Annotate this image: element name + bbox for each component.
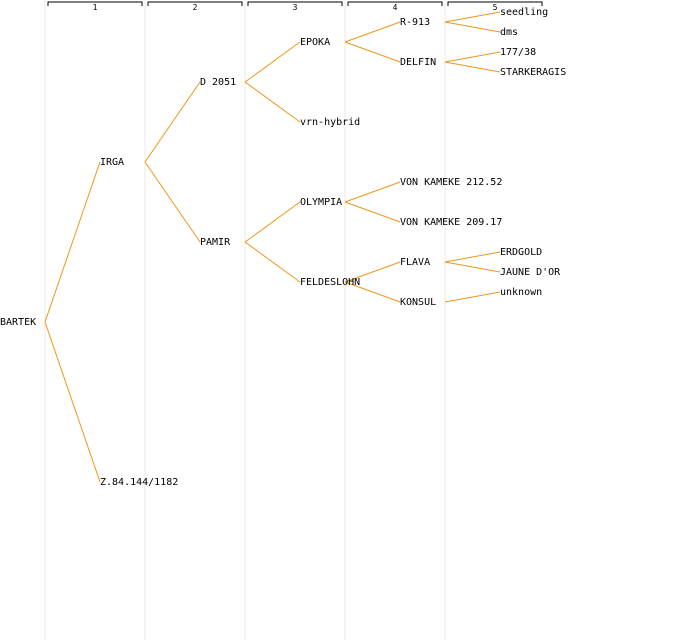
pedigree-edge — [144, 161, 201, 243]
pedigree-node-konsul: KONSUL — [400, 297, 436, 308]
pedigree-edges — [44, 11, 501, 483]
pedigree-node-jaune: JAUNE D'OR — [500, 267, 561, 278]
pedigree-node-feldeslohn: FELDESLOHN — [300, 277, 360, 288]
pedigree-edge — [344, 181, 401, 203]
pedigree-node-pamir: PAMIR — [200, 237, 231, 248]
generation-bracket — [47, 1, 143, 6]
pedigree-node-unknown: unknown — [500, 287, 542, 298]
pedigree-edge — [444, 291, 501, 303]
pedigree-edge — [344, 281, 401, 303]
pedigree-node-delfin: DELFIN — [400, 57, 436, 68]
pedigree-edge — [444, 11, 501, 23]
pedigree-node-dms: dms — [500, 27, 518, 38]
generation-bracket — [347, 1, 443, 6]
pedigree-node-epoka: EPOKA — [300, 37, 330, 48]
pedigree-node-vk21252: VON KAMEKE 212.52 — [400, 177, 502, 188]
generation-number-label: 2 — [193, 3, 198, 12]
pedigree-edge — [244, 41, 301, 83]
generation-bracket — [247, 1, 343, 6]
pedigree-node-n17738: 177/38 — [500, 47, 536, 58]
generation-number-label: 1 — [93, 3, 98, 12]
pedigree-node-r913: R-913 — [400, 17, 430, 28]
generation-number-label: 4 — [393, 3, 398, 12]
pedigree-node-z84: Z.84.144/1182 — [100, 477, 178, 488]
pedigree-edge — [444, 21, 501, 33]
pedigree-edge — [344, 201, 401, 223]
generation-columns — [44, 0, 446, 640]
generation-bracket — [447, 1, 543, 6]
pedigree-edge — [444, 51, 501, 63]
pedigree-node-seedling: seedling — [500, 7, 548, 18]
pedigree-node-olympia: OLYMPIA — [300, 197, 342, 208]
pedigree-edge — [344, 261, 401, 283]
pedigree-node-vk20917: VON KAMEKE 209.17 — [400, 217, 502, 228]
pedigree-node-flava: FLAVA — [400, 257, 430, 268]
generation-brackets: 1 2 3 4 5 — [47, 1, 543, 12]
generation-bracket — [147, 1, 243, 6]
pedigree-edge — [444, 261, 501, 273]
generation-number-label: 5 — [493, 3, 498, 12]
pedigree-edge — [244, 201, 301, 243]
pedigree-edge — [244, 81, 301, 123]
pedigree-edge — [144, 81, 201, 163]
generation-number-label: 3 — [293, 3, 298, 12]
pedigree-edge — [344, 41, 401, 63]
pedigree-edge — [244, 241, 301, 283]
pedigree-node-d2051: D 2051 — [200, 77, 236, 88]
pedigree-node-starkeragis: STARKERAGIS — [500, 67, 566, 78]
pedigree-node-irga: IRGA — [100, 157, 124, 168]
pedigree-edge — [344, 21, 401, 43]
pedigree-edge — [444, 61, 501, 73]
pedigree-node-vrn: vrn-hybrid — [300, 117, 360, 128]
pedigree-node-bartek: BARTEK — [0, 317, 36, 328]
pedigree-edge — [44, 161, 101, 323]
pedigree-edge — [444, 251, 501, 263]
pedigree-node-erdgold: ERDGOLD — [500, 247, 542, 258]
pedigree-edge — [44, 321, 101, 483]
